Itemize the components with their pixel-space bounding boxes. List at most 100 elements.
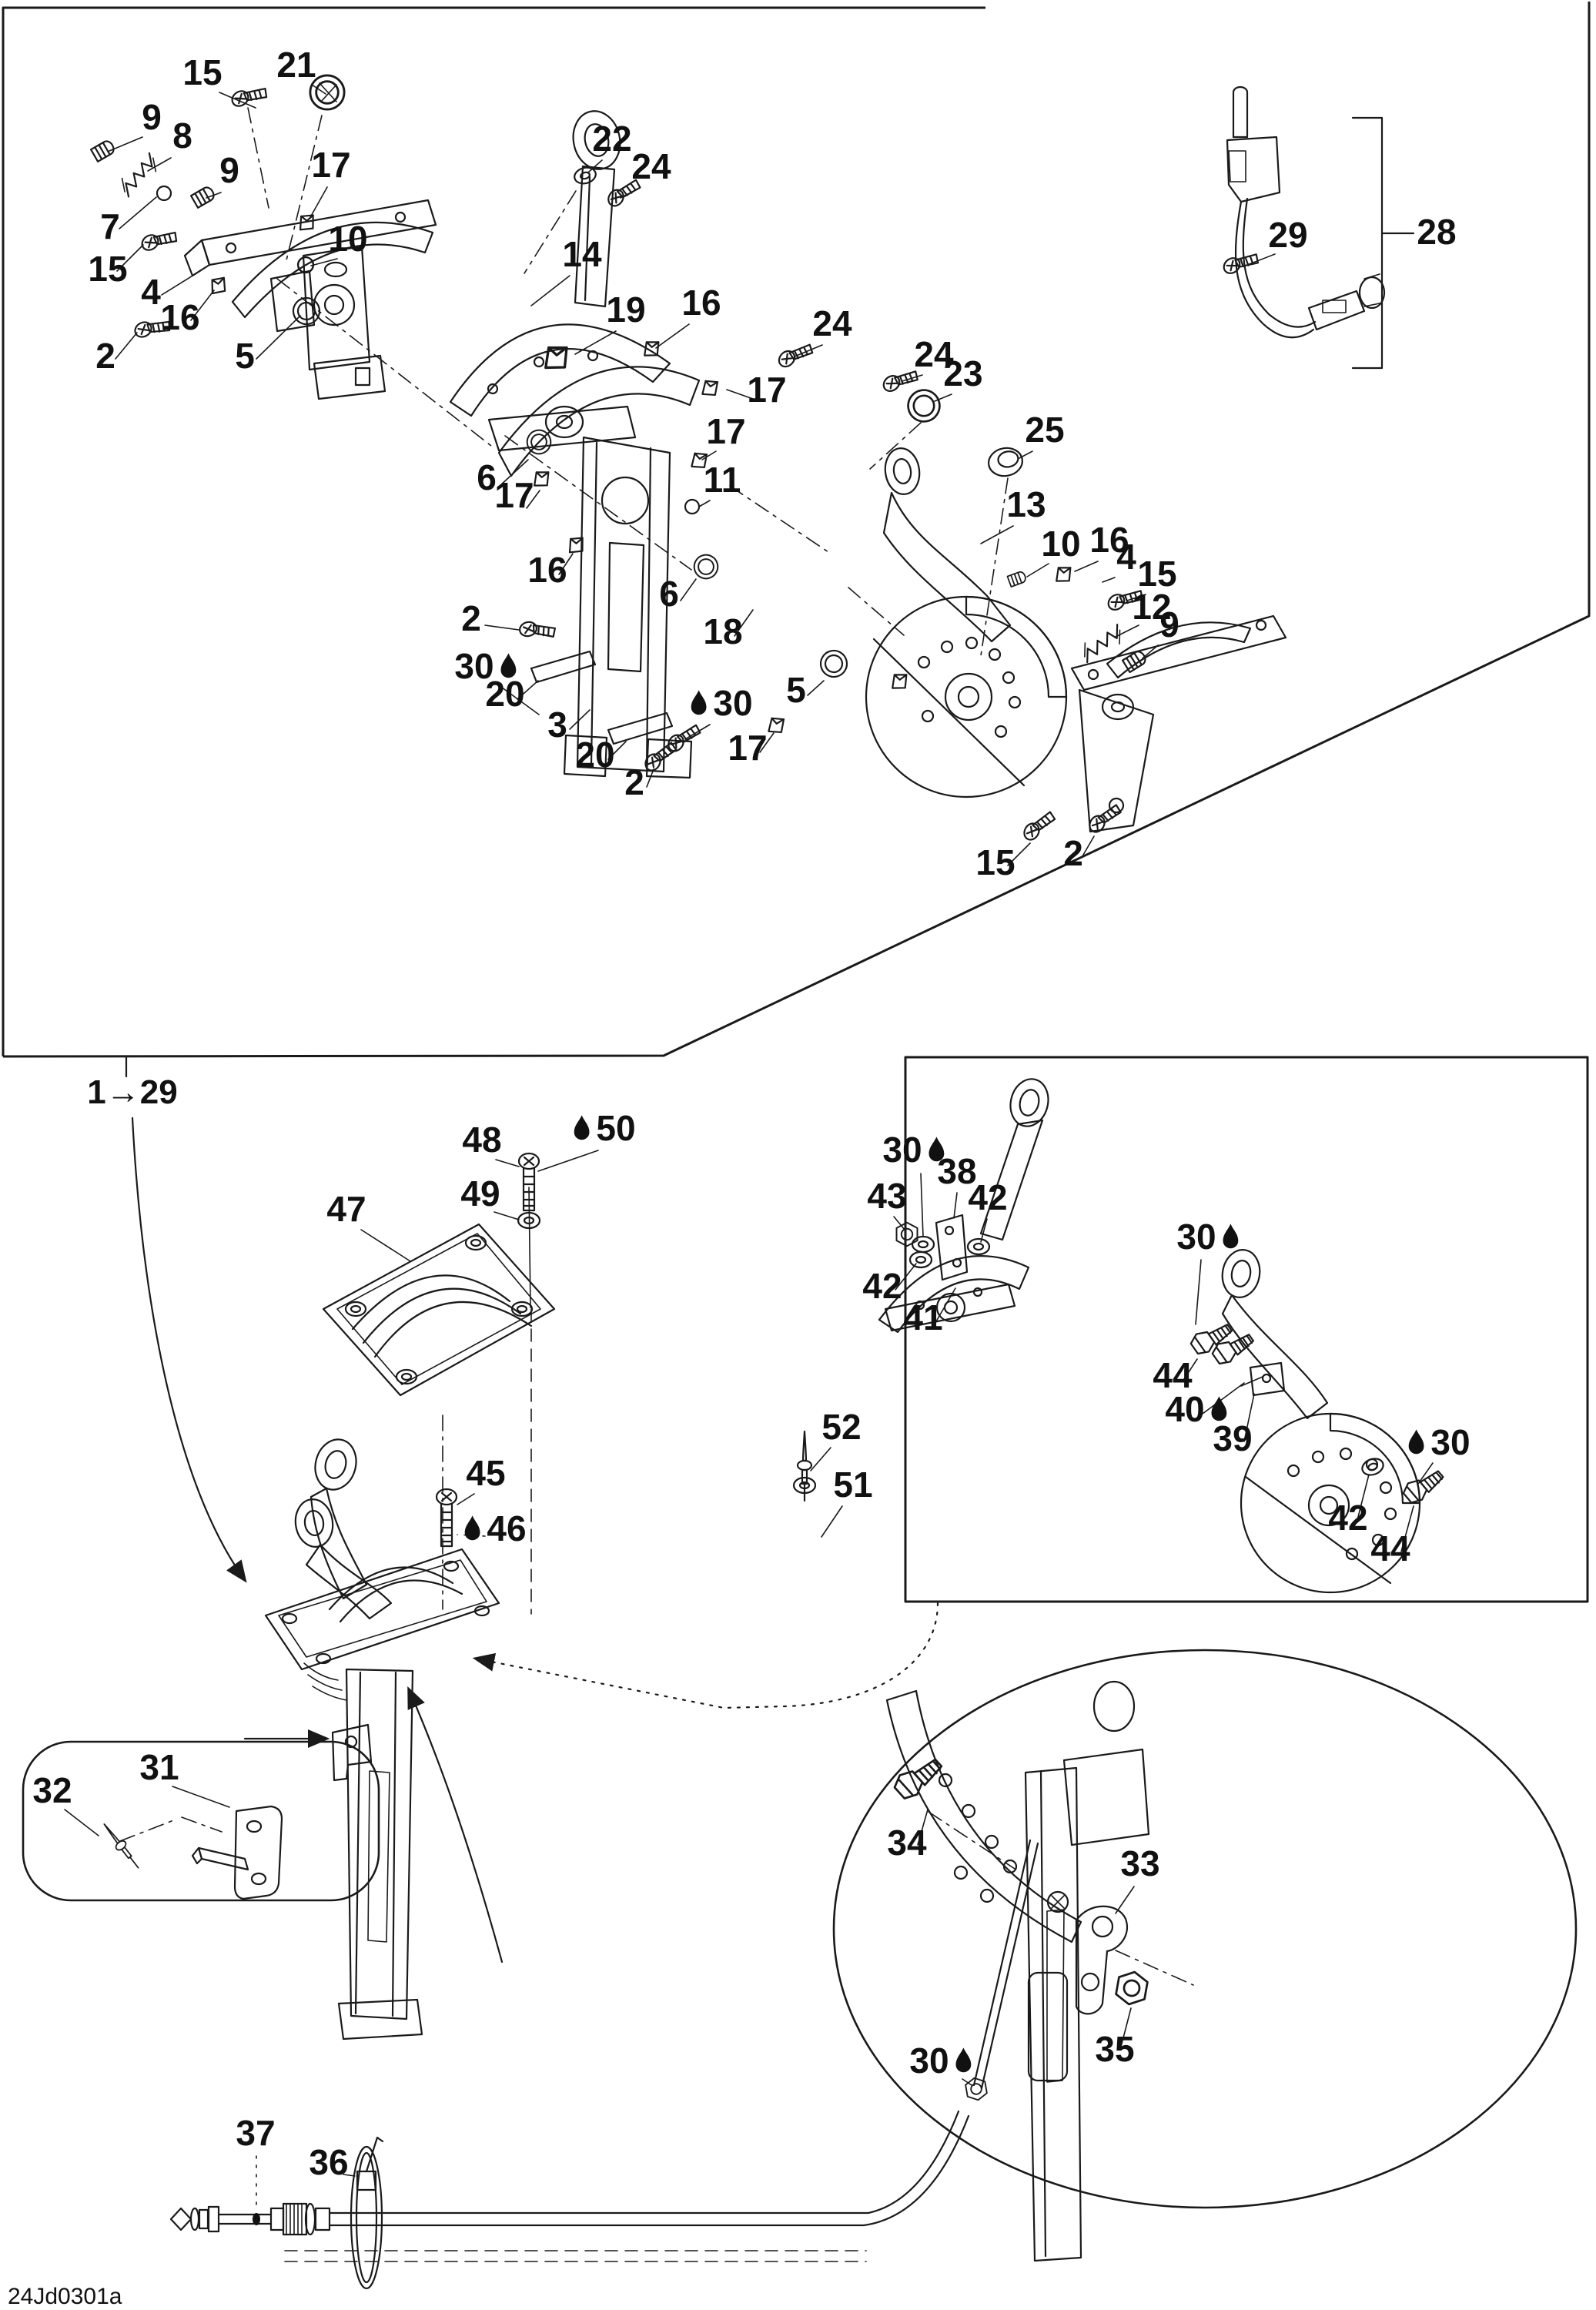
- part-number: 38: [937, 1151, 976, 1191]
- part-callout: 21: [276, 45, 316, 85]
- part-callout: 20: [575, 735, 614, 775]
- ellipse-detail-content: [885, 1680, 1150, 2262]
- part-callout: 17: [747, 370, 786, 410]
- leader-line: [684, 724, 711, 740]
- leader-line: [810, 1447, 831, 1471]
- leader-line: [979, 477, 1009, 661]
- leader-line: [821, 1505, 843, 1538]
- part-callout: 23: [943, 353, 982, 393]
- support-column-3: [497, 366, 701, 779]
- part-number: 8: [172, 116, 192, 156]
- cover-plate-47: [322, 1223, 556, 1397]
- detail-ellipse: [832, 1649, 1578, 2209]
- leader-line: [895, 1263, 917, 1291]
- part-number: 16: [527, 550, 567, 590]
- part-number: 30: [882, 1130, 922, 1170]
- part-callout: 35: [1095, 2029, 1134, 2069]
- part-callout: 22: [592, 119, 631, 159]
- leader-line: [1417, 1462, 1434, 1485]
- screw-icon: [1086, 797, 1124, 839]
- leader-line: [526, 490, 540, 509]
- part-number: 35: [1095, 2029, 1134, 2069]
- leader-line: [64, 1809, 99, 1836]
- part-callout: 44: [1370, 1528, 1410, 1568]
- part-number: 20: [575, 735, 614, 775]
- leader-line: [495, 1159, 520, 1167]
- part-number: 47: [326, 1189, 366, 1229]
- leader-line: [147, 157, 172, 172]
- part-number: 22: [592, 119, 631, 159]
- part-callout: 49: [460, 1173, 500, 1214]
- ring-icon: [817, 647, 851, 681]
- part-callout: 8: [172, 116, 192, 156]
- leader-line: [528, 1187, 531, 1308]
- part-callout: 5: [235, 336, 255, 376]
- part-callout: 9: [1159, 604, 1179, 644]
- pin-icon: [796, 1430, 813, 1502]
- part-number: 17: [311, 145, 350, 185]
- leader-line: [1007, 842, 1031, 866]
- part-number: 30: [454, 646, 494, 686]
- part-callout: 16: [160, 297, 199, 337]
- part-callout: 5: [786, 670, 806, 710]
- screw-icon: [228, 77, 271, 116]
- hex-bolt-icon: [1399, 1462, 1447, 1508]
- part-callout: 30: [691, 683, 753, 723]
- part-callout: 46: [464, 1508, 527, 1548]
- part-callout: 15: [88, 249, 127, 289]
- part-number: 20: [485, 674, 524, 714]
- leader-line: [1115, 624, 1139, 638]
- part-callout: 42: [1328, 1498, 1367, 1538]
- leader-line: [1115, 1950, 1194, 1986]
- part-number: 42: [1328, 1498, 1367, 1538]
- washer-icon: [966, 1237, 991, 1256]
- part-callout: 6: [659, 574, 679, 614]
- part-number: 2: [624, 762, 644, 802]
- part-number: 24: [631, 146, 671, 186]
- part-number: 6: [659, 574, 679, 614]
- part-number: 30: [713, 683, 752, 723]
- part-number: 2: [461, 598, 481, 638]
- part-number: 46: [487, 1508, 526, 1548]
- part-callout: 14: [562, 234, 602, 274]
- oil-drop-icon: [928, 1137, 945, 1162]
- callout-bubble: [22, 1740, 380, 1902]
- part-callout: 15: [975, 842, 1015, 882]
- leader-line: [1357, 1474, 1370, 1521]
- part-callout: 40: [1165, 1389, 1227, 1429]
- part-number: 42: [968, 1177, 1007, 1217]
- bubble-bracket-31: [191, 1805, 283, 1900]
- leader-line: [980, 1218, 988, 1243]
- part-callout: 10: [1041, 524, 1080, 564]
- spring-icon: [114, 152, 164, 198]
- leader-line: [286, 115, 323, 261]
- leader-line: [360, 1229, 411, 1262]
- part-number: 17: [728, 728, 767, 768]
- right-friction-assembly: [1070, 614, 1287, 833]
- part-callout: 45: [466, 1453, 505, 1493]
- leader-line: [1202, 1382, 1245, 1414]
- part-callout: 2: [1063, 833, 1083, 873]
- part-number: 40: [1165, 1389, 1204, 1429]
- part-callout: 20: [485, 674, 524, 714]
- part-callout: 29: [1268, 215, 1307, 255]
- part-number: 50: [596, 1108, 635, 1148]
- part-number: 44: [1153, 1355, 1193, 1395]
- part-callout: 25: [1025, 410, 1064, 450]
- part-number: 41: [903, 1297, 942, 1337]
- leader-line: [161, 270, 201, 296]
- screw-icon: [775, 334, 816, 376]
- clip-icon: [530, 468, 553, 490]
- part-number: 17: [494, 475, 534, 515]
- part-number: 16: [1089, 520, 1129, 560]
- leader-line: [807, 680, 825, 696]
- part-callout: 30: [454, 646, 517, 686]
- part-number: 33: [1120, 1843, 1159, 1883]
- part-number: 30: [1176, 1217, 1216, 1257]
- part-callout: 30: [1408, 1422, 1471, 1462]
- leader-line: [1026, 563, 1049, 578]
- part-number: 25: [1025, 410, 1064, 450]
- leader-line: [172, 1786, 230, 1808]
- leader-line: [517, 680, 539, 700]
- leader-line: [587, 159, 603, 173]
